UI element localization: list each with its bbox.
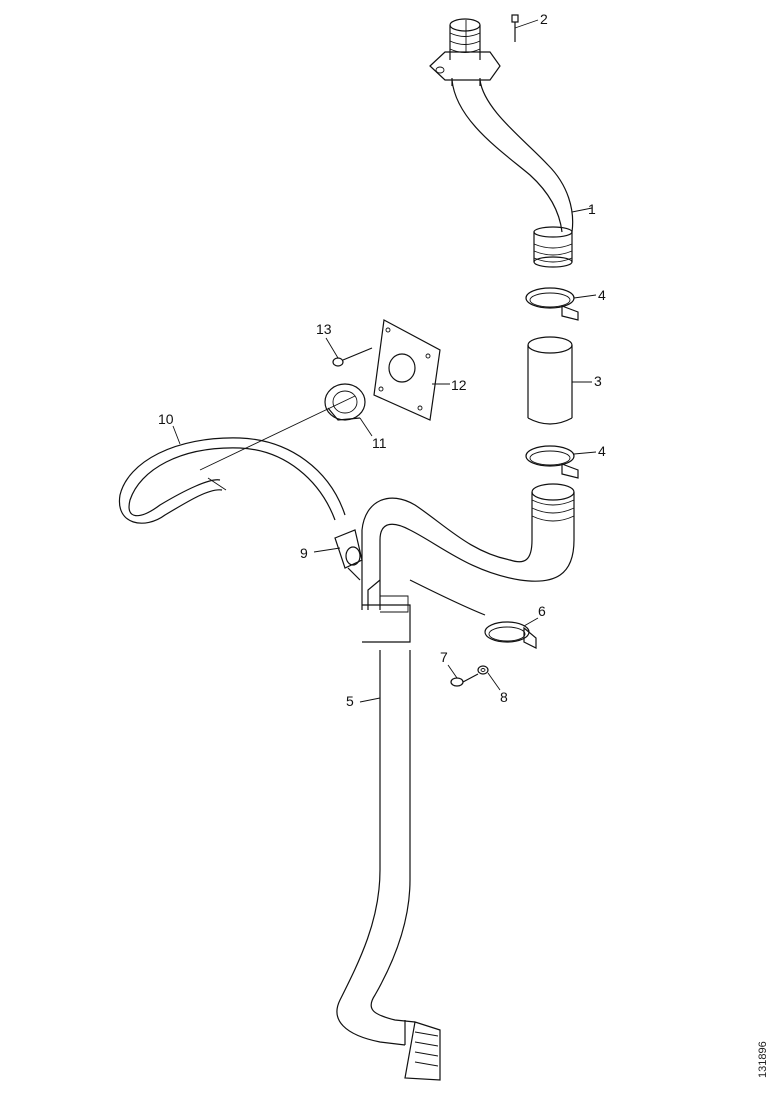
connector-9 [334,529,363,581]
connecting-sleeve [527,336,573,425]
callout-4b: 4 [598,443,606,459]
callout-11: 11 [372,435,387,451]
callout-10: 10 [158,411,174,427]
upper-filler-hose [429,18,574,268]
callout-labels: 1 2 3 4 4 5 6 7 8 9 10 11 12 13 [158,11,606,709]
main-filler-hose [336,483,575,1081]
callout-12: 12 [451,377,467,393]
callout-2: 2 [540,11,548,27]
leader-lines [172,19,597,703]
callout-9: 9 [300,545,308,561]
callout-1: 1 [588,201,596,217]
callout-4a: 4 [598,287,606,303]
vent-hose-10 [118,437,346,524]
callout-6: 6 [538,603,546,619]
screw-13 [332,347,373,367]
hose-clamp-upper [525,287,579,321]
hose-clamp-lower [525,445,579,479]
hose-clamp-6 [484,621,537,649]
callout-3: 3 [594,373,602,389]
grommet-11 [324,383,366,421]
bracket-plate-12 [373,319,441,421]
callout-8: 8 [500,689,508,705]
callout-5: 5 [346,693,354,709]
reference-number: 131896 [757,1041,769,1078]
screw-2 [511,14,519,42]
callout-13: 13 [316,321,332,337]
callout-7: 7 [440,649,448,665]
washer-8 [477,665,489,675]
